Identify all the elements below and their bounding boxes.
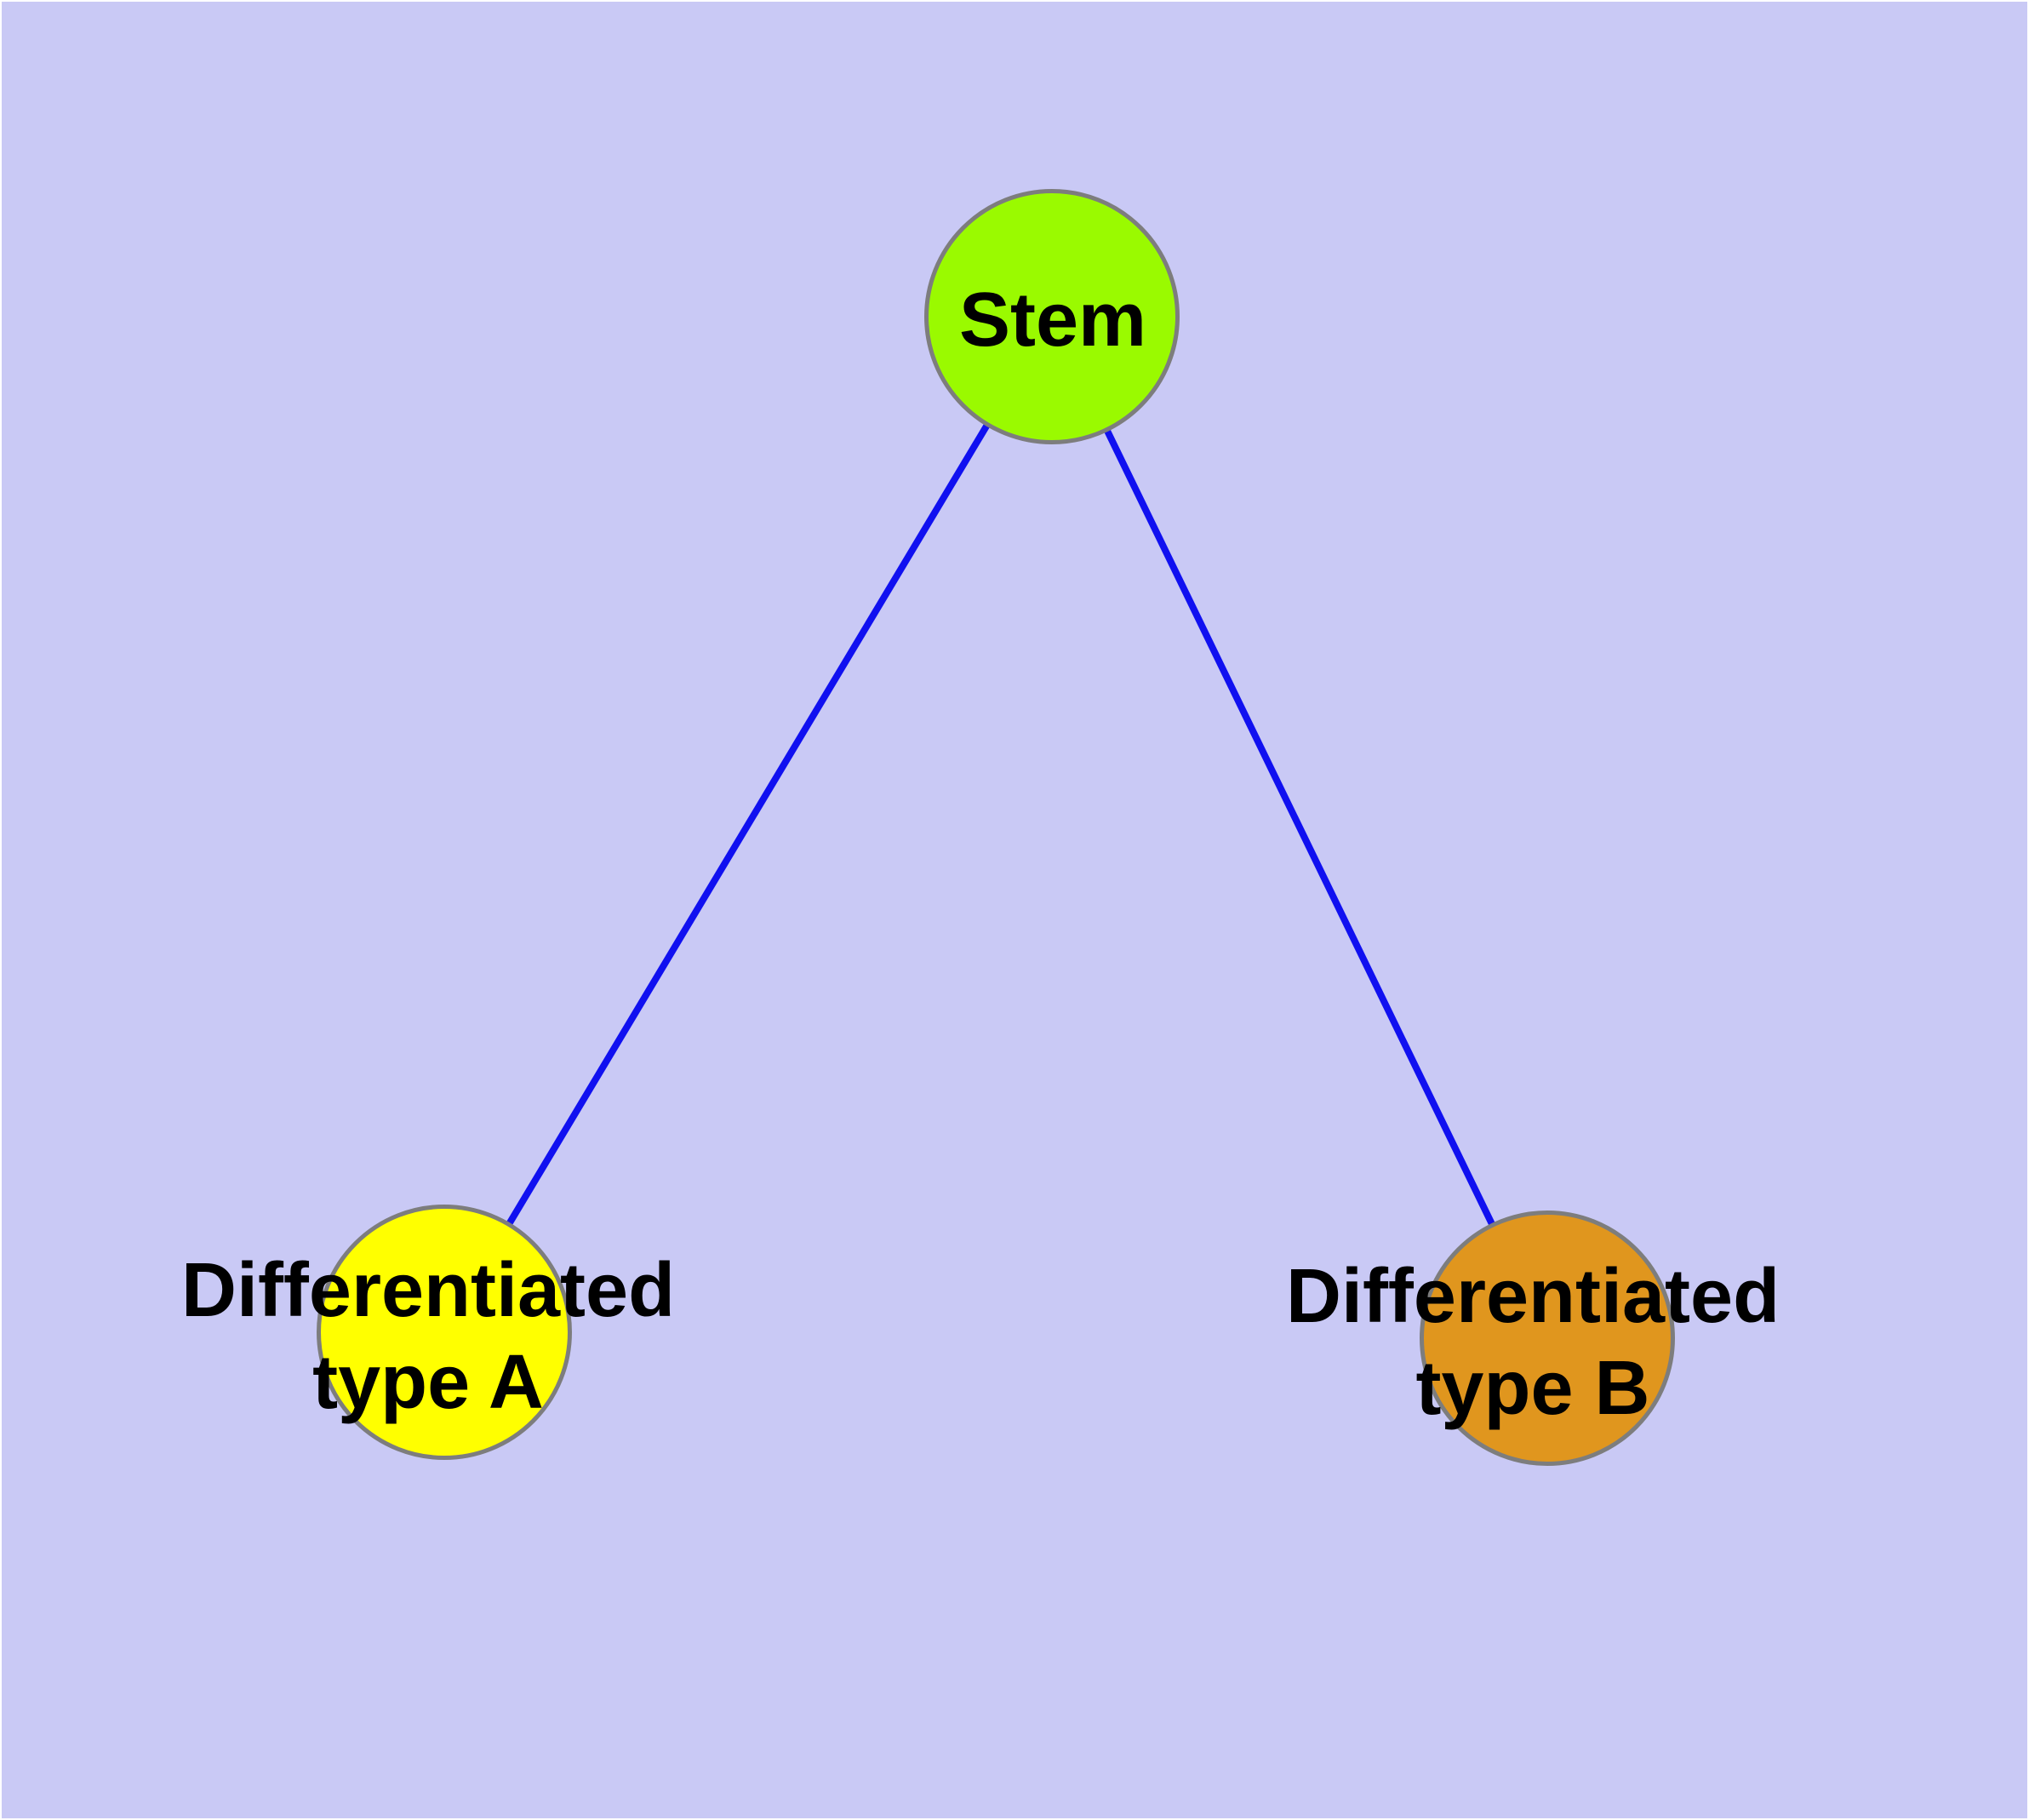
node-differentiated-type-a xyxy=(317,1205,572,1460)
node-stem xyxy=(924,189,1180,444)
edge-stem-to-type-b xyxy=(1049,315,1551,1340)
node-differentiated-type-b xyxy=(1420,1210,1675,1466)
edge-stem-to-type-a xyxy=(441,314,1055,1335)
